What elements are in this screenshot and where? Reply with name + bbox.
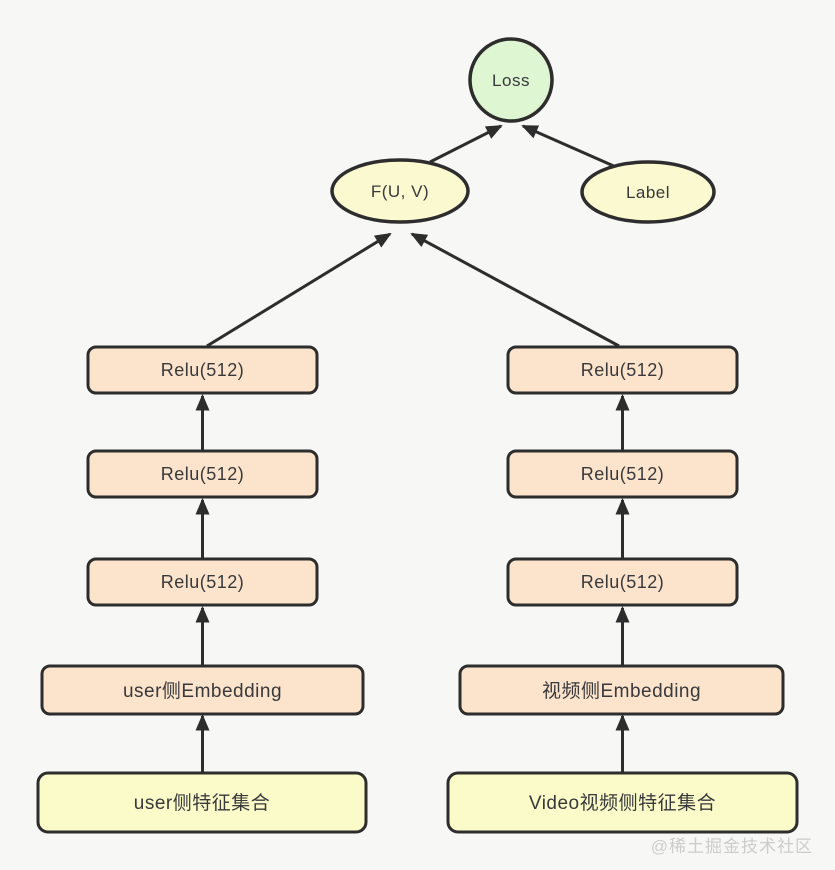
video-relu2-node: Relu(512) — [506, 449, 739, 499]
video-relu1-box — [506, 345, 739, 395]
loss-label: Loss — [492, 71, 530, 90]
video-relu1-label: Relu(512) — [581, 360, 665, 380]
user-relu1-box — [86, 345, 319, 395]
user-relu2-node: Relu(512) — [86, 449, 319, 499]
loss-circle — [468, 37, 554, 123]
video-features-box — [446, 771, 799, 834]
video-embedding-node: 视频侧Embedding — [458, 664, 785, 716]
video-relu2-box — [506, 449, 739, 499]
user-features-box — [36, 771, 368, 834]
video-relu2-label: Relu(512) — [581, 464, 665, 484]
user-relu3-label: Relu(512) — [161, 572, 245, 592]
user-embedding-label: user侧Embedding — [123, 680, 282, 702]
watermark-text: @稀土掘金技术社区 — [651, 837, 813, 856]
video-relu3-box — [506, 557, 739, 607]
label-label: Label — [626, 183, 670, 202]
video-features-node: Video视频侧特征集合 — [446, 771, 799, 834]
arrow-video-tower-to-fuv — [410, 232, 620, 348]
video-relu3-node: Relu(512) — [506, 557, 739, 607]
arrow-fuv-to-loss — [429, 124, 503, 164]
video-relu3-label: Relu(512) — [581, 572, 665, 592]
user-embedding-box — [40, 664, 365, 716]
label-node: Label — [580, 160, 716, 224]
fuv-node: F(U, V) — [330, 158, 470, 224]
arrow-label-to-loss — [521, 124, 617, 169]
user-relu1-node: Relu(512) — [86, 345, 319, 395]
user-features-label: user侧特征集合 — [134, 792, 270, 814]
loss-node: Loss — [468, 37, 554, 123]
user-features-node: user侧特征集合 — [36, 771, 368, 834]
arrow-user-tower-to-fuv — [206, 232, 392, 348]
video-embedding-label: 视频侧Embedding — [542, 680, 701, 702]
fuv-label: F(U, V) — [371, 182, 429, 201]
user-relu3-node: Relu(512) — [86, 557, 319, 607]
video-features-label: Video视频侧特征集合 — [529, 792, 716, 814]
video-relu1-node: Relu(512) — [506, 345, 739, 395]
user-embedding-node: user侧Embedding — [40, 664, 365, 716]
user-relu2-label: Relu(512) — [161, 464, 245, 484]
user-relu2-box — [86, 449, 319, 499]
label-ellipse — [580, 160, 716, 224]
user-relu3-box — [86, 557, 319, 607]
user-relu1-label: Relu(512) — [161, 360, 245, 380]
video-embedding-box — [458, 664, 785, 716]
fuv-ellipse — [330, 158, 470, 224]
